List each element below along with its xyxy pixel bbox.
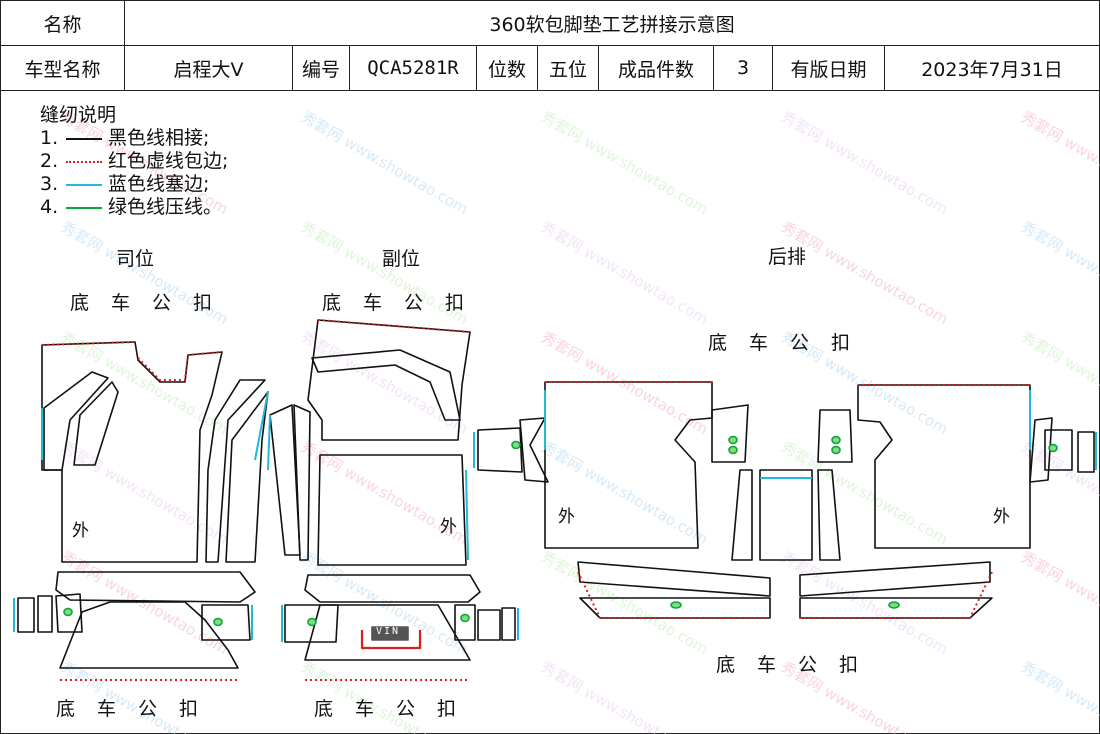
passenger-vin-cutout: [360, 630, 422, 650]
legend-item-green: 4. 绿色线压线。: [40, 196, 223, 218]
rear-green-marker-7: [670, 601, 682, 609]
driver-green-marker-2: [213, 617, 223, 627]
rear-center-hump: [759, 469, 813, 561]
diagram-title: 360软包脚垫工艺拼接示意图: [124, 0, 1100, 46]
rear-green-marker-6: [1048, 443, 1058, 453]
sewing-legend: 缝纫说明 1. 黑色线相接; 2. 红色虚线包边; 3. 蓝色线塞边; 4. 绿…: [40, 104, 228, 219]
passenger-lower-band: [304, 574, 481, 603]
red-dotted-swatch: [66, 160, 102, 163]
passenger-mat-group: [267, 319, 519, 681]
rear-green-marker-5: [831, 445, 841, 455]
rear-green-marker-1: [511, 440, 521, 450]
passenger-section-label: 副位: [382, 248, 421, 270]
driver-far-right-strip: [225, 391, 269, 563]
rear-cyan-edges: [473, 390, 1097, 479]
rear-bottom-buckle-label: 底车公扣: [716, 654, 881, 676]
driver-cyan-edges: [13, 391, 269, 640]
rear-left-main-panel: [544, 381, 713, 549]
passenger-bottom-piece: [304, 604, 471, 661]
passenger-left-strip-2: [293, 404, 311, 561]
passenger-green-marker-1: [307, 617, 317, 627]
legend-title: 缝纫说明: [40, 104, 117, 126]
green-line-swatch: [66, 206, 102, 209]
rear-mat-group: [473, 381, 1097, 619]
driver-small-tab-3: [55, 593, 83, 633]
passenger-small-tab-1: [454, 604, 476, 641]
passenger-top-buckle-label: 底车公扣: [322, 292, 487, 314]
rear-red-bottom-left: [577, 571, 770, 619]
rear-left-outer-label: 外: [558, 507, 575, 527]
rear-section-label: 后排: [768, 246, 807, 268]
driver-left-strip: [73, 381, 119, 466]
rear-right-corner-curve: [1029, 417, 1053, 483]
rear-green-marker-3: [728, 445, 738, 455]
legend-item-black: 1. 黑色线相接;: [40, 127, 210, 149]
driver-green-marker-1: [63, 607, 73, 617]
rear-green-marker-8: [888, 601, 900, 609]
passenger-upper-panel: [307, 319, 471, 441]
black-line-swatch: [66, 137, 102, 140]
model-value: 启程大V: [124, 45, 293, 91]
passenger-main-panel: [317, 454, 467, 566]
code-value: QCA5281R: [349, 45, 477, 91]
rear-top-buckle-label: 底车公扣: [708, 332, 873, 354]
legend-item-cyan: 3. 蓝色线塞边;: [40, 173, 210, 195]
driver-section-label: 司位: [116, 248, 155, 270]
vin-window: [371, 626, 409, 641]
passenger-side-block: [284, 604, 339, 643]
seat-value: 五位: [537, 45, 599, 91]
driver-bottom-buckle-label: 底车公扣: [56, 698, 221, 720]
rear-red-bottom-right: [800, 571, 993, 619]
passenger-cyan-edges: [267, 414, 519, 642]
driver-left-flap: [43, 371, 109, 471]
driver-top-buckle-label: 底车公扣: [70, 292, 235, 314]
pieces-label: 成品件数: [598, 45, 714, 91]
driver-outer-label: 外: [72, 521, 89, 541]
driver-side-block: [201, 604, 251, 641]
driver-lower-band: [55, 571, 256, 603]
driver-right-strip: [205, 379, 266, 563]
rear-left-corner-piece: [477, 427, 523, 473]
code-label: 编号: [292, 45, 350, 91]
date-label: 有版日期: [772, 45, 885, 91]
rear-right-lower-band: [799, 561, 991, 597]
driver-mat-group: [13, 341, 269, 681]
passenger-outer-label: 外: [440, 517, 457, 537]
vin-label: VIN: [376, 626, 401, 637]
rear-center-right-strip: [817, 469, 841, 561]
driver-red-top-edge: [41, 341, 223, 381]
rear-right-main-panel: [857, 384, 1031, 549]
passenger-green-marker-2: [460, 613, 470, 623]
rear-right-corner-piece: [1044, 429, 1073, 471]
rear-right-outer-label: 外: [993, 507, 1010, 527]
driver-bottom-piece: [59, 601, 239, 669]
date-value: 2023年7月31日: [884, 45, 1100, 91]
driver-small-tab-1: [17, 597, 35, 633]
passenger-curved-strip: [311, 349, 461, 421]
passenger-small-tab-3: [501, 607, 516, 641]
passenger-bottom-buckle-label: 底车公扣: [314, 698, 479, 720]
passenger-red-top-edge: [317, 319, 471, 333]
header-table: 名称 360软包脚垫工艺拼接示意图 车型名称 启程大V 编号 QCA5281R …: [0, 0, 1100, 91]
driver-small-tab-2: [37, 595, 53, 633]
cyan-line-swatch: [66, 183, 102, 186]
rear-right-end-tab: [1077, 431, 1095, 473]
rear-left-lower-band: [577, 561, 771, 597]
rear-left-clip: [711, 404, 749, 463]
passenger-small-tab-2: [477, 609, 501, 641]
rear-green-marker-4: [831, 435, 841, 445]
rear-center-left-strip: [731, 469, 753, 561]
rear-right-clip: [817, 409, 853, 463]
legend-item-red: 2. 红色虚线包边;: [40, 150, 229, 172]
pieces-value: 3: [713, 45, 773, 91]
driver-main-panel: [41, 341, 223, 563]
rear-left-corner-curve: [519, 417, 549, 483]
rear-green-marker-2: [728, 435, 738, 445]
